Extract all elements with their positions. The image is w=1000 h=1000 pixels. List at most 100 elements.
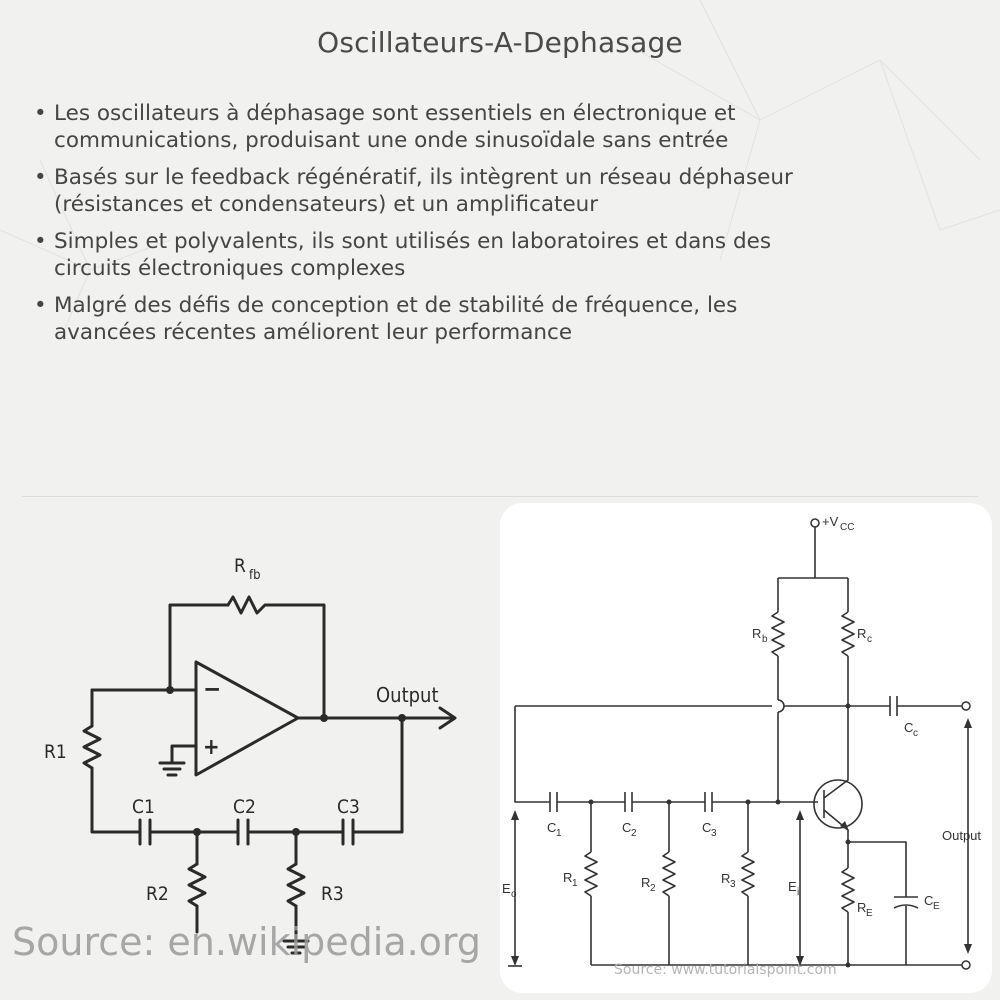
bullet-text-line: Basés sur le feedback régénératif, ils i… bbox=[54, 165, 793, 190]
r2-label: R bbox=[641, 875, 650, 890]
c1-label-sub: 1 bbox=[556, 828, 562, 839]
junction-dot bbox=[588, 799, 594, 805]
opamp-triangle bbox=[194, 660, 300, 777]
r3-label: R3 bbox=[321, 883, 344, 905]
ce-label: C bbox=[924, 893, 933, 908]
bullet-list: • Les oscillateurs à déphasage sont essen… bbox=[34, 100, 954, 356]
cc-label: C bbox=[904, 720, 913, 735]
c3-label: C bbox=[702, 820, 711, 835]
bullet-text-line: circuits électroniques complexes bbox=[54, 256, 406, 281]
page-title: Oscillateurs-A-Dephasage bbox=[317, 26, 683, 59]
wire bbox=[168, 603, 230, 692]
r1-resistor bbox=[584, 851, 598, 897]
opamp-phase-shift-circuit: R fb − + Output R1 C1 C2 C3 R2 R3 bbox=[44, 555, 457, 955]
r2-label: R2 bbox=[146, 883, 169, 905]
junction-dot bbox=[666, 799, 672, 805]
c1-label: C1 bbox=[132, 796, 155, 818]
bullet-dot: • bbox=[34, 101, 47, 126]
output-terminal-top bbox=[961, 701, 971, 711]
r3-label-sub: 3 bbox=[730, 879, 736, 890]
c1-label: C bbox=[547, 820, 556, 835]
bullet-item: • Les oscillateurs à déphasage sont essen… bbox=[34, 100, 954, 154]
vcc-terminal bbox=[810, 518, 820, 528]
rfb-label-sub: fb bbox=[249, 568, 261, 583]
bullet-dot: • bbox=[34, 293, 47, 318]
bullet-text-line: (résistances et condensateurs) et un amp… bbox=[54, 192, 599, 217]
r1-label: R bbox=[563, 870, 572, 885]
junction-dot bbox=[845, 962, 851, 968]
junction-dot bbox=[320, 714, 328, 722]
ei-label-sub: i bbox=[797, 887, 799, 898]
wire bbox=[351, 716, 404, 834]
r3-label: R bbox=[721, 871, 730, 886]
bullet-dot: • bbox=[34, 165, 47, 190]
c3-capacitor bbox=[704, 792, 713, 812]
wire-hop bbox=[777, 699, 785, 713]
section-divider bbox=[22, 496, 978, 497]
r2-resistor bbox=[662, 851, 676, 897]
vcc-label-sub: CC bbox=[840, 522, 854, 533]
rfb-resistor bbox=[226, 595, 274, 615]
cc-label-sub: c bbox=[913, 728, 918, 739]
output-label: Output bbox=[942, 828, 981, 843]
bullet-text-line: Les oscillateurs à déphasage sont essent… bbox=[54, 101, 736, 126]
cc-capacitor bbox=[889, 696, 898, 716]
arrow-head bbox=[964, 944, 972, 954]
rb-resistor bbox=[771, 611, 785, 657]
eo-label: E bbox=[502, 881, 511, 896]
rc-resistor bbox=[841, 611, 855, 657]
emitter-arrow bbox=[840, 821, 849, 831]
vcc-label: +V bbox=[822, 514, 839, 529]
arrow-head bbox=[796, 956, 804, 966]
r1-resistor bbox=[82, 724, 102, 770]
junction-dot bbox=[166, 686, 174, 694]
output-label: Output bbox=[376, 683, 439, 707]
opamp-plus-sign: + bbox=[203, 735, 220, 760]
bullet-text-line: avancées récentes améliorent leur perfor… bbox=[54, 320, 573, 345]
ground-symbol bbox=[158, 761, 186, 777]
wire bbox=[848, 841, 907, 897]
wire bbox=[90, 766, 142, 834]
r2-label-sub: 2 bbox=[650, 883, 656, 894]
arrow-head bbox=[511, 810, 519, 820]
ce-label-sub: E bbox=[933, 901, 940, 912]
source-caption-right: Source: www.tutorialspoint.com bbox=[614, 962, 837, 978]
ce-capacitor bbox=[893, 896, 919, 909]
bullet-item: • Basés sur le feedback régénératif, ils … bbox=[34, 164, 954, 218]
opamp-minus-sign: − bbox=[203, 675, 221, 703]
ground-symbol bbox=[282, 939, 310, 955]
wire bbox=[170, 744, 198, 764]
c3-label-sub: 3 bbox=[711, 828, 717, 839]
bullet-item: •Simples et polyvalents, ils sont utilis… bbox=[34, 228, 954, 282]
c2-capacitor bbox=[624, 792, 633, 812]
c2-label-sub: 2 bbox=[631, 828, 637, 839]
output-arrow bbox=[438, 706, 457, 730]
right-figure-panel bbox=[500, 503, 992, 993]
arrow-head bbox=[511, 956, 519, 966]
wire bbox=[514, 706, 550, 803]
arrow-head bbox=[796, 810, 804, 820]
bullet-item: • Malgré des défis de conception et de st… bbox=[34, 292, 954, 346]
bullet-text-line: communications, produisant une onde sinu… bbox=[54, 128, 729, 153]
bullet-text-line: Malgré des défis de conception et de sta… bbox=[54, 293, 738, 318]
arrow-head bbox=[964, 718, 972, 728]
output-terminal-bottom bbox=[961, 960, 971, 970]
re-label-sub: E bbox=[866, 908, 873, 919]
r2-resistor bbox=[187, 862, 207, 908]
c2-label: C2 bbox=[233, 796, 256, 818]
junction-dot bbox=[845, 839, 851, 845]
r1-label-sub: 1 bbox=[572, 878, 578, 889]
ei-label: E bbox=[788, 879, 797, 894]
re-resistor bbox=[841, 867, 855, 913]
rc-label-sub: c bbox=[867, 634, 872, 645]
rfb-label: R bbox=[234, 555, 246, 577]
source-caption-left: Source: en.wikipedia.org bbox=[12, 920, 482, 964]
eo-label-sub: o bbox=[511, 889, 517, 900]
junction-dot bbox=[845, 703, 851, 709]
c2-label: C bbox=[622, 820, 631, 835]
re-label: R bbox=[857, 900, 866, 915]
transistor-collector bbox=[823, 778, 849, 799]
junction-dot bbox=[775, 799, 781, 805]
rb-label: R bbox=[752, 626, 761, 641]
